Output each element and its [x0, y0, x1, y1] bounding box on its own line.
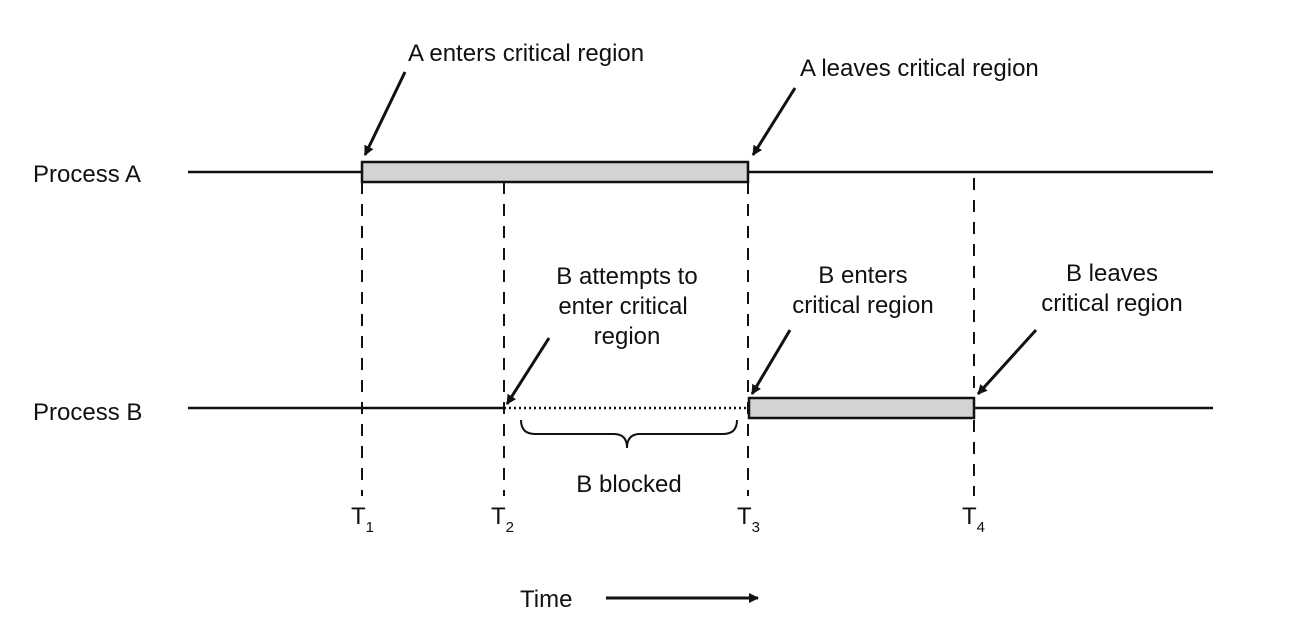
b-blocked-brace: [520, 419, 738, 449]
t1-label: T1: [351, 503, 374, 536]
b-attempts-label-line2: enter critical: [558, 293, 687, 320]
b-enters-label-line1: B enters: [818, 262, 907, 289]
process-b-critical-region-bar: [747, 396, 976, 420]
process-b-label: Process B: [33, 399, 142, 426]
a-leaves-arrow: [751, 87, 797, 156]
b-enters-arrow: [750, 329, 792, 395]
a-enters-arrow: [363, 71, 407, 156]
b-leaves-arrow: [976, 328, 1038, 396]
b-leaves-label-line1: B leaves: [1066, 260, 1158, 287]
t3-label: T3: [737, 503, 760, 536]
b-blocked-label: B blocked: [576, 471, 681, 498]
t4-label: T4: [962, 503, 985, 536]
process-a-label: Process A: [33, 161, 141, 188]
b-attempts-label-line3: region: [594, 323, 661, 350]
b-attempts-arrow: [505, 337, 551, 405]
process-a-critical-region-bar: [360, 160, 750, 184]
a-leaves-label: A leaves critical region: [800, 55, 1039, 82]
b-leaves-label-line2: critical region: [1041, 290, 1182, 317]
t2-label: T2: [491, 503, 514, 536]
time-axis-label: Time: [520, 586, 572, 613]
b-enters-label-line2: critical region: [792, 292, 933, 319]
a-enters-label: A enters critical region: [408, 40, 644, 67]
b-attempts-label-line1: B attempts to: [556, 263, 697, 290]
